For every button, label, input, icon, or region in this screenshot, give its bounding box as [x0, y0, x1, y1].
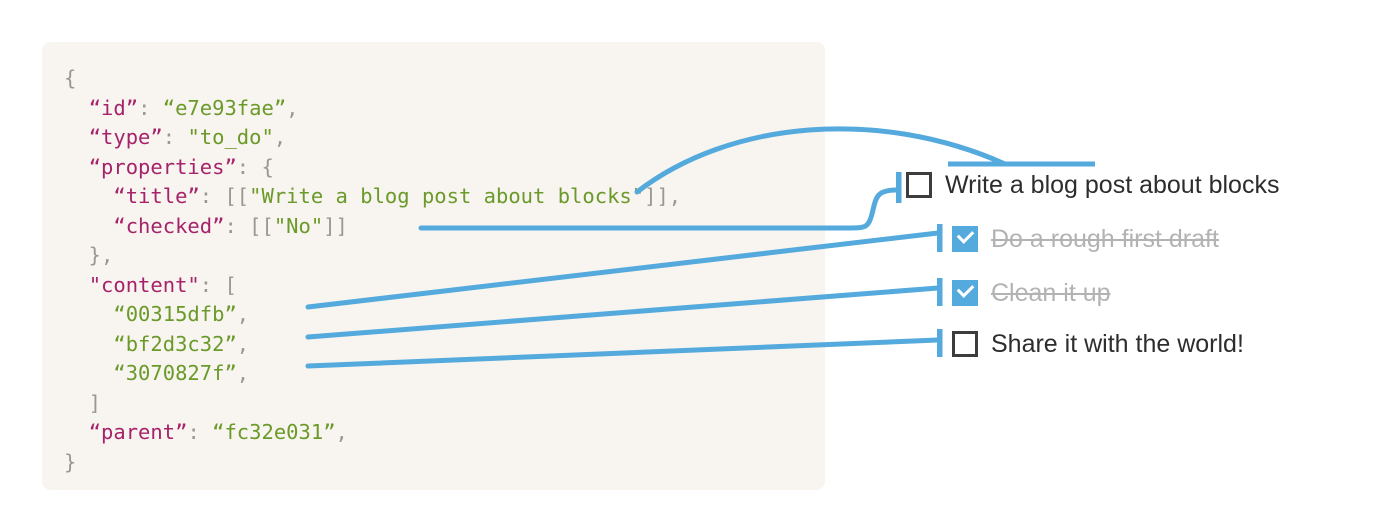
code-line: “type”: "to_do", [64, 123, 681, 153]
json-code-block: { “id”: “e7e93fae”, “type”: "to_do", “pr… [64, 64, 681, 477]
code-line: "content": [ [64, 271, 681, 301]
code-line: “parent”: “fc32e031”, [64, 418, 681, 448]
code-line: “properties”: { [64, 153, 681, 183]
code-token-str: "to_do" [187, 125, 274, 149]
code-token-punct: : [[ [199, 184, 250, 208]
code-token-punct: : [187, 420, 213, 444]
code-token-punct: { [64, 66, 77, 90]
code-line: “checked”: [["No"]] [64, 212, 681, 242]
code-token-key: "content" [88, 272, 200, 297]
todo-item[interactable]: Do a rough first draft [952, 222, 1219, 256]
code-token-punct: , [286, 95, 299, 120]
checkbox-checked-icon[interactable] [952, 226, 978, 252]
todo-item-label: Share it with the world! [991, 330, 1244, 358]
todo-item[interactable]: Share it with the world! [952, 327, 1244, 361]
code-token-str: “fc32e031” [212, 420, 336, 444]
code-token-punct: } [64, 449, 77, 474]
code-token-key: “properties” [88, 154, 237, 179]
checkmark-icon [956, 226, 975, 244]
code-token-punct: }, [64, 243, 114, 267]
checkbox-empty-icon[interactable] [952, 331, 978, 357]
code-token-str: “00315dfb” [113, 302, 237, 326]
code-line: }, [64, 241, 681, 271]
code-token-punct: ] [64, 390, 102, 415]
code-token-str: “e7e93fae” [162, 95, 287, 120]
checkbox-checked-icon[interactable] [952, 280, 978, 306]
code-token-str: “3070827f” [113, 361, 237, 385]
code-line: { [64, 64, 681, 94]
code-token-punct: , [236, 302, 250, 326]
checkmark-icon [956, 280, 975, 298]
code-line: “id”: “e7e93fae”, [64, 94, 681, 124]
todo-item-label: Do a rough first draft [991, 225, 1219, 253]
todo-item-label: Write a blog post about blocks [945, 171, 1280, 199]
code-line: “bf2d3c32”, [64, 330, 681, 360]
code-token-punct: , [236, 331, 250, 356]
code-token-key: “type” [88, 125, 163, 149]
code-token-punct: : [[ [224, 213, 274, 238]
code-token-punct: , [335, 420, 348, 444]
code-token-key: “id” [88, 95, 139, 120]
code-line: “3070827f”, [64, 359, 681, 389]
code-token-punct: : [138, 95, 163, 120]
code-token-key: “parent” [88, 420, 188, 444]
code-line: “00315dfb”, [64, 300, 681, 330]
code-token-str: “bf2d3c32” [113, 331, 237, 356]
code-token-punct: , [236, 361, 250, 385]
code-token-punct: : { [236, 154, 274, 179]
todo-item-label: Clean it up [991, 279, 1111, 307]
code-token-key: “checked” [113, 213, 225, 238]
code-token-punct: : [162, 125, 188, 149]
todo-item[interactable]: Write a blog post about blocks [906, 168, 1279, 202]
code-token-key: “title” [113, 184, 200, 208]
code-line: ] [64, 389, 681, 419]
code-token-punct: , [273, 125, 287, 149]
todo-item[interactable]: Clean it up [952, 276, 1111, 310]
code-token-punct: : [ [199, 272, 237, 297]
checkbox-empty-icon[interactable] [906, 172, 932, 198]
code-line: } [64, 448, 681, 478]
